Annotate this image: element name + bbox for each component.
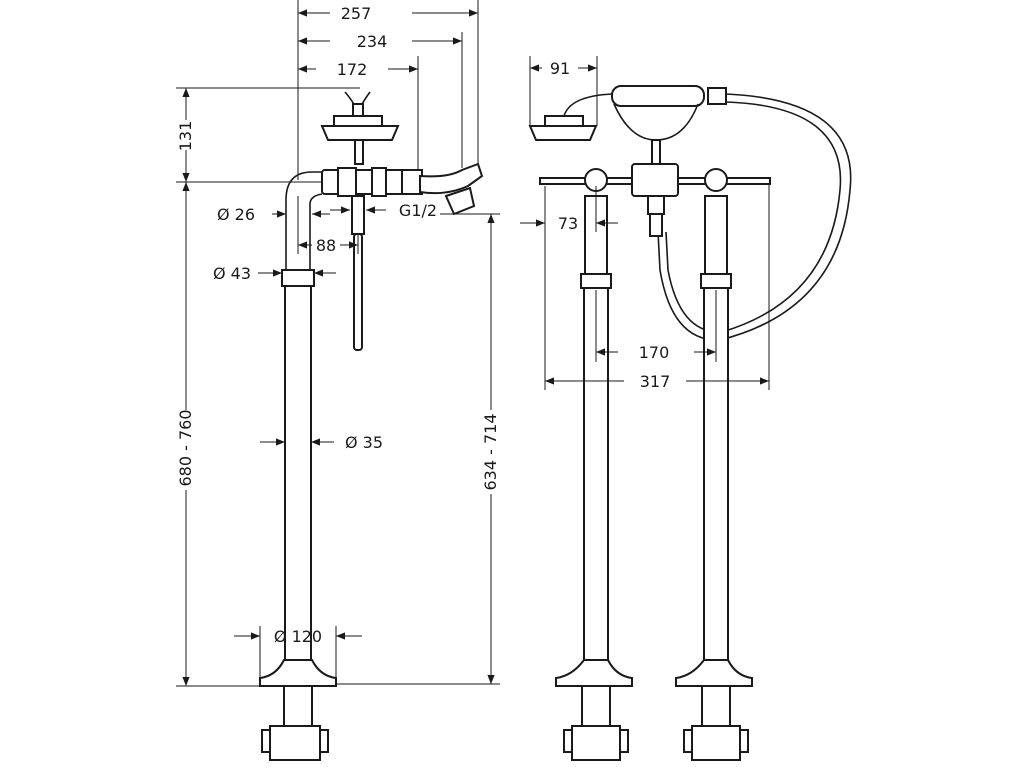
handle-stem [352, 103, 364, 117]
center-nozzle [649, 213, 663, 237]
shower-head [320, 125, 400, 141]
dim-170: 170 [639, 343, 670, 362]
dim-680-760: 680 - 760 [176, 409, 195, 486]
left-column-collar [580, 273, 612, 289]
handset [611, 85, 705, 107]
dim-172: 172 [337, 60, 368, 79]
right-column-collar [700, 273, 732, 289]
front-view [528, 85, 852, 761]
floor-mount-inner [269, 725, 321, 761]
side-view-dimensions: 257 234 172 131 680 - 760 Ø 26 G1/2 8 [176, 0, 500, 687]
spout [419, 162, 484, 195]
center-mixer [631, 163, 679, 197]
dim-g12: G1/2 [399, 201, 437, 220]
left-base-flange [555, 659, 633, 687]
mixer-ring-2 [371, 167, 387, 197]
front-view-dimensions: 91 73 170 317 [520, 56, 770, 391]
left-floor-mount-inner [571, 725, 621, 761]
dim-d35: Ø 35 [345, 433, 383, 452]
pipe-bend-inner [309, 193, 323, 270]
dim-73: 73 [558, 214, 578, 233]
right-floor-stem [701, 685, 731, 727]
left-floor-stem [581, 685, 611, 727]
dim-d120: Ø 120 [274, 627, 322, 646]
dim-634-714: 634 - 714 [481, 413, 500, 490]
center-stem [647, 195, 665, 215]
handset-nut [707, 87, 727, 105]
cold-valve [704, 168, 728, 192]
hand-shower-head [528, 125, 598, 141]
dim-317: 317 [640, 372, 671, 391]
dim-d26: Ø 26 [217, 205, 255, 224]
pipe-bend-outer [285, 171, 322, 270]
spout-outlet [444, 186, 476, 216]
cradle-stem [651, 139, 661, 165]
dim-131: 131 [176, 121, 195, 152]
stand-tube [284, 285, 312, 661]
cradle [613, 103, 699, 141]
hose [657, 93, 852, 341]
dim-257: 257 [341, 4, 372, 23]
right-column-upper [704, 195, 728, 275]
head-stem [354, 139, 364, 165]
dim-91: 91 [550, 59, 570, 78]
diverter-body [351, 195, 365, 235]
right-base-flange [675, 659, 753, 687]
floor-stem [283, 685, 313, 727]
dim-88: 88 [316, 236, 336, 255]
dim-234: 234 [357, 32, 388, 51]
hand-shower-top [544, 115, 584, 127]
hand-shower-neck [563, 93, 613, 117]
dim-d43: Ø 43 [213, 264, 251, 283]
pipe-collar [281, 269, 315, 287]
right-floor-mount-inner [691, 725, 741, 761]
shower-head-top [333, 115, 383, 127]
base-flange [259, 659, 337, 687]
hose-inner [665, 101, 842, 333]
side-view [259, 91, 484, 761]
mixer-ring-1 [337, 167, 357, 197]
